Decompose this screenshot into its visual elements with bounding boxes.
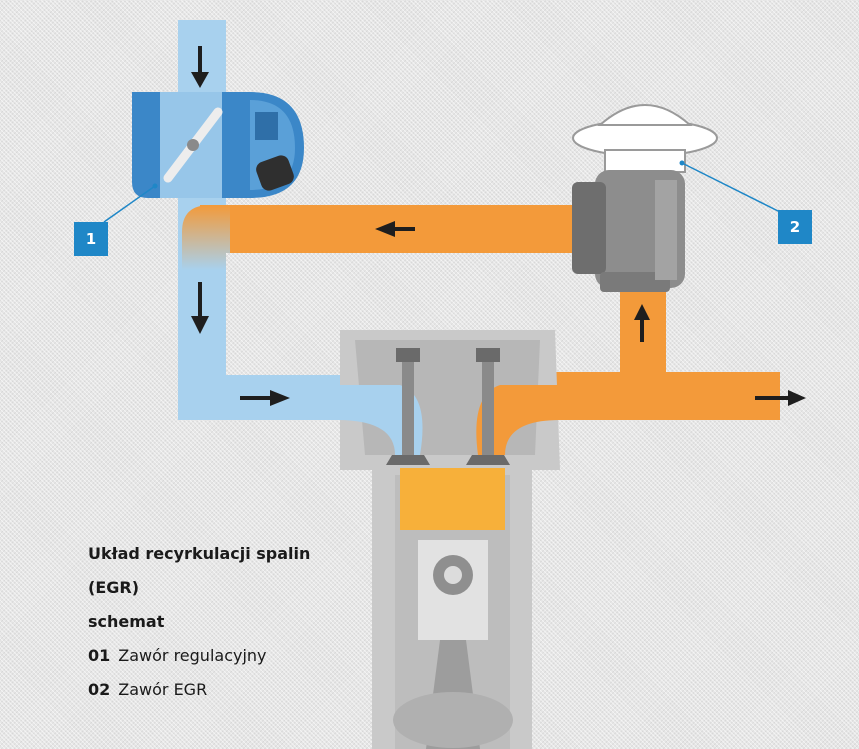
marker-2-label: 2 <box>789 218 801 236</box>
sensor-icon <box>256 155 294 191</box>
leader-line-1 <box>103 185 156 223</box>
flow-arrow-icon <box>191 282 209 334</box>
legend-item-1-number: 01 <box>88 646 111 665</box>
leader-line-2 <box>681 162 781 213</box>
caption: Układ recyrkulacji spalin (EGR) schemat … <box>88 540 408 710</box>
engine <box>337 330 560 749</box>
marker-2: 2 <box>778 210 812 244</box>
legend-item-2: 02 Zawór EGR <box>88 676 408 710</box>
egr-return-pipe <box>182 205 585 270</box>
flow-arrow-icon <box>375 221 415 237</box>
egr-valve <box>572 104 718 292</box>
marker-1-label: 1 <box>85 230 97 248</box>
legend-item-2-text: Zawór EGR <box>118 680 208 699</box>
caption-title-line3: schemat <box>88 612 165 631</box>
legend-item-2-number: 02 <box>88 680 111 699</box>
combustion-chamber <box>400 468 505 530</box>
exhaust-pipe <box>535 285 780 420</box>
caption-title-line1: Układ recyrkulacji spalin <box>88 544 311 563</box>
legend-item-1: 01 Zawór regulacyjny <box>88 642 408 676</box>
flow-arrow-icon <box>634 304 650 342</box>
throttle-body <box>132 92 304 198</box>
flow-arrow-icon <box>191 46 209 88</box>
marker-1: 1 <box>74 222 108 256</box>
legend-item-1-text: Zawór regulacyjny <box>118 646 267 665</box>
flow-arrows <box>191 46 806 406</box>
flow-arrow-icon <box>240 390 290 406</box>
caption-title-line2: (EGR) <box>88 578 140 597</box>
flow-arrow-icon <box>755 390 806 406</box>
